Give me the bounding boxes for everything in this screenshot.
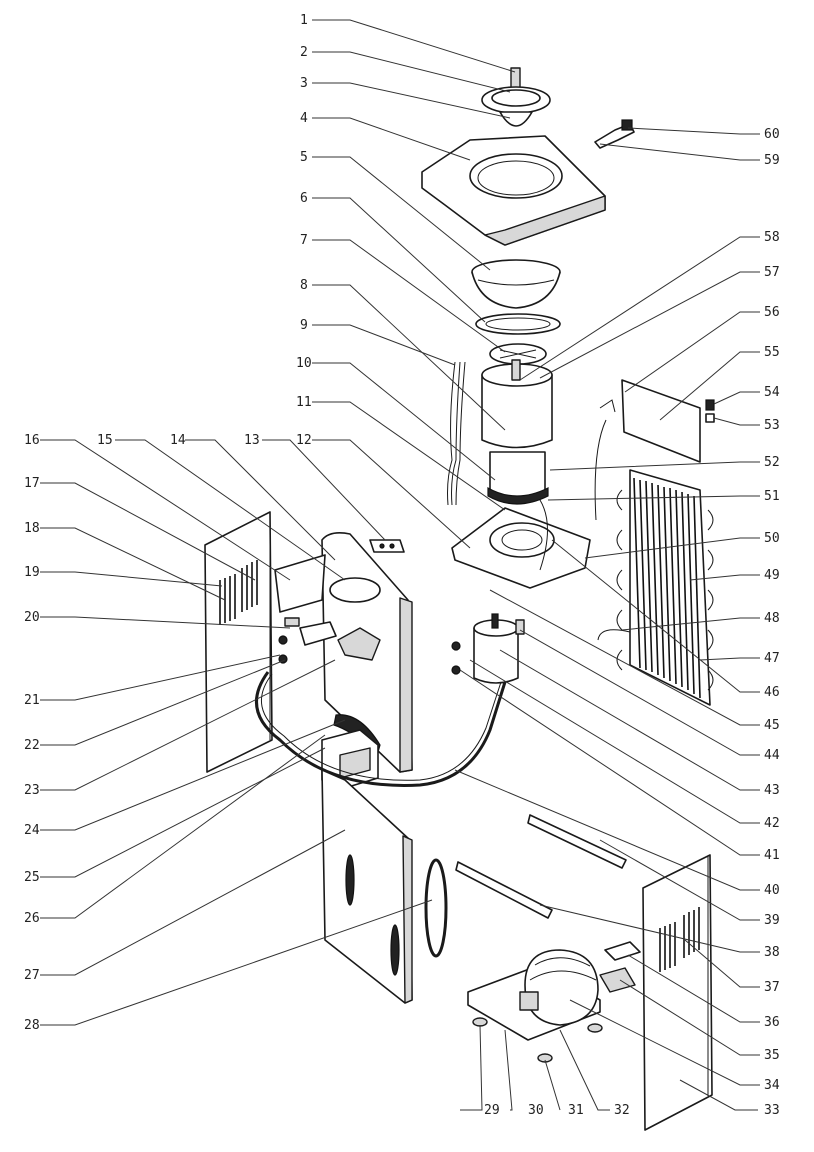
part-label-59: 59 <box>764 153 780 168</box>
part-label-16: 16 <box>24 433 40 448</box>
reservoir-cup <box>471 259 561 309</box>
part-label-52: 52 <box>764 455 780 470</box>
top-cover <box>421 135 606 246</box>
seal-ring <box>424 858 448 958</box>
part-label-31: 31 <box>568 1103 584 1118</box>
part-label-1: 1 <box>300 13 308 28</box>
gasket-ring <box>475 313 561 335</box>
part-label-3: 3 <box>300 76 308 91</box>
part-label-42: 42 <box>764 816 780 831</box>
top-cap-assembly <box>481 67 551 127</box>
right-side-panel <box>642 854 713 1131</box>
part-label-35: 35 <box>764 1048 780 1063</box>
part-label-36: 36 <box>764 1015 780 1030</box>
part-label-29: 29 <box>484 1103 500 1118</box>
part-label-51: 51 <box>764 489 780 504</box>
part-label-2: 2 <box>300 45 308 60</box>
part-label-28: 28 <box>24 1018 40 1033</box>
part-label-19: 19 <box>24 565 40 580</box>
part-label-56: 56 <box>764 305 780 320</box>
part-label-34: 34 <box>764 1078 780 1093</box>
panel-clip <box>369 539 405 553</box>
part-label-25: 25 <box>24 870 40 885</box>
part-label-30: 30 <box>528 1103 544 1118</box>
part-label-54: 54 <box>764 385 780 400</box>
part-label-15: 15 <box>97 433 113 448</box>
part-label-32: 32 <box>614 1103 630 1118</box>
tank-base-plate <box>451 499 591 589</box>
part-label-8: 8 <box>300 278 308 293</box>
part-label-57: 57 <box>764 265 780 280</box>
support-rails <box>455 814 627 919</box>
part-label-14: 14 <box>170 433 186 448</box>
part-label-10: 10 <box>296 356 312 371</box>
cold-tank <box>481 359 553 505</box>
part-label-23: 23 <box>24 783 40 798</box>
part-label-49: 49 <box>764 568 780 583</box>
part-label-13: 13 <box>244 433 260 448</box>
part-label-44: 44 <box>764 748 780 763</box>
left-side-panel <box>204 511 273 773</box>
part-label-5: 5 <box>300 150 308 165</box>
part-label-27: 27 <box>24 968 40 983</box>
hot-tank <box>451 613 525 684</box>
condenser-coil <box>597 469 714 706</box>
part-label-55: 55 <box>764 345 780 360</box>
part-label-41: 41 <box>764 848 780 863</box>
wire-bundle <box>447 361 466 506</box>
part-label-37: 37 <box>764 980 780 995</box>
part-label-53: 53 <box>764 418 780 433</box>
part-label-46: 46 <box>764 685 780 700</box>
part-label-20: 20 <box>24 610 40 625</box>
part-label-39: 39 <box>764 913 780 928</box>
part-label-33: 33 <box>764 1103 780 1118</box>
part-label-18: 18 <box>24 521 40 536</box>
part-label-48: 48 <box>764 611 780 626</box>
compressor-assembly <box>467 949 603 1063</box>
mounting-bracket <box>594 379 715 521</box>
front-upper-panel <box>274 532 413 773</box>
part-label-6: 6 <box>300 191 308 206</box>
part-label-58: 58 <box>764 230 780 245</box>
part-label-9: 9 <box>300 318 308 333</box>
part-label-38: 38 <box>764 945 780 960</box>
part-label-47: 47 <box>764 651 780 666</box>
part-label-4: 4 <box>300 111 308 126</box>
part-label-26: 26 <box>24 911 40 926</box>
small-clip-part <box>594 119 635 149</box>
part-label-40: 40 <box>764 883 780 898</box>
part-label-60: 60 <box>764 127 780 142</box>
front-lower-panel <box>321 769 413 1004</box>
part-label-21: 21 <box>24 693 40 708</box>
part-number-labels: 1 2 3 4 5 6 7 8 9 10 11 12 13 14 15 16 1… <box>24 13 780 1118</box>
part-label-12: 12 <box>296 433 312 448</box>
part-label-45: 45 <box>764 718 780 733</box>
leader-lines <box>40 19 760 1111</box>
part-label-11: 11 <box>296 395 312 410</box>
part-label-50: 50 <box>764 531 780 546</box>
part-label-24: 24 <box>24 823 40 838</box>
part-label-7: 7 <box>300 233 308 248</box>
part-label-17: 17 <box>24 476 40 491</box>
parts-drawing <box>204 67 715 1131</box>
relay-components <box>599 941 641 993</box>
part-label-22: 22 <box>24 738 40 753</box>
part-label-43: 43 <box>764 783 780 798</box>
water-tubing <box>254 671 507 787</box>
